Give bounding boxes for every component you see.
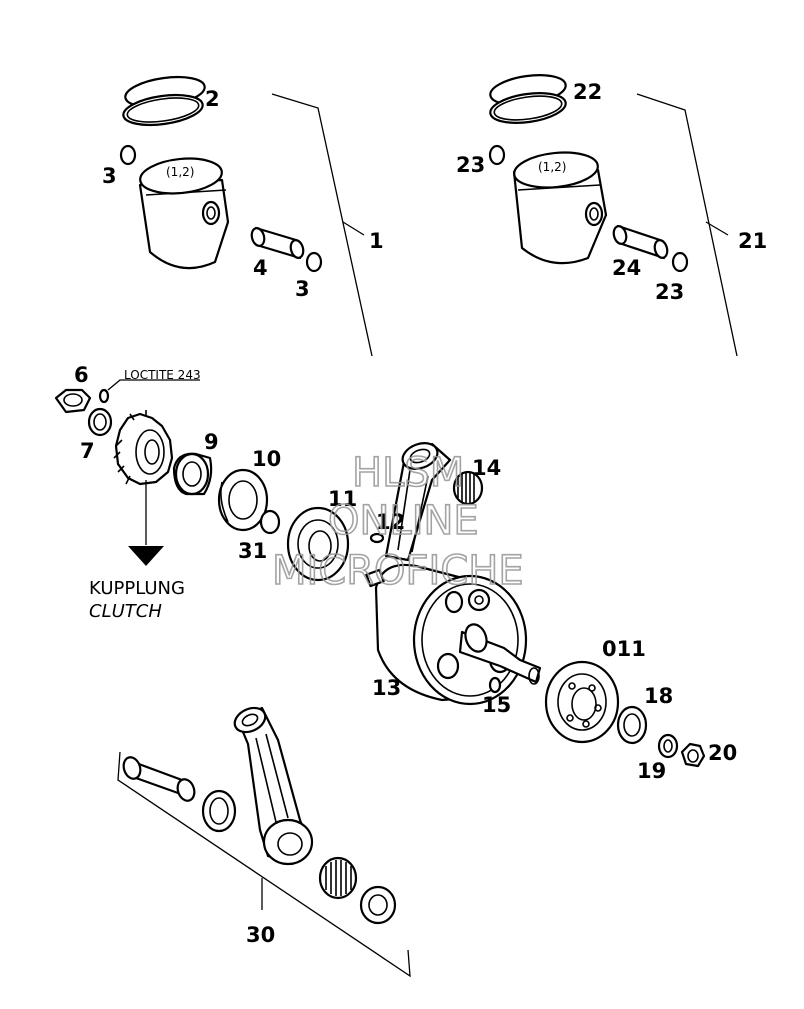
bearing-11 — [286, 506, 350, 582]
bearing-011 — [544, 660, 620, 744]
circlip-left-lower — [305, 251, 323, 273]
piston-mark-left: (1,2) — [166, 165, 194, 179]
woodruff-key-15 — [488, 676, 502, 694]
label-1: 1 — [369, 229, 384, 253]
label-3-lower: 3 — [295, 277, 310, 301]
label-2: 2 — [205, 87, 220, 111]
o-ring-31 — [259, 509, 281, 535]
label-19: 19 — [637, 759, 666, 783]
label-11: 11 — [328, 487, 357, 511]
label-20: 20 — [708, 741, 737, 765]
label-31: 31 — [238, 539, 267, 563]
nut-20 — [680, 742, 706, 768]
washer-19 — [657, 733, 679, 759]
clutch-arrow — [128, 546, 164, 566]
shaft-seal-10 — [217, 468, 269, 532]
primary-gear — [113, 410, 174, 486]
watermark-line2: ONLINE — [328, 498, 479, 544]
label-21: 21 — [738, 229, 767, 253]
watermark-line3: MICROFICHE — [272, 548, 524, 594]
needle-bearing-14 — [452, 470, 484, 506]
piston-right — [512, 151, 608, 265]
piston-ring-left — [122, 75, 206, 127]
crankshaft-13 — [365, 563, 542, 706]
label-13: 13 — [372, 676, 401, 700]
connecting-rod-installed — [384, 442, 452, 562]
label-7: 7 — [80, 439, 95, 463]
bracket-30 — [117, 751, 411, 978]
thrust-washer-lower — [359, 885, 397, 925]
piston-ring-right — [489, 74, 567, 124]
woodruff-key-small — [98, 388, 110, 404]
label-23-upper: 23 — [456, 153, 485, 177]
piston-pin-right — [612, 224, 669, 260]
label-12: 12 — [376, 510, 405, 534]
washer-7 — [87, 407, 113, 437]
label-6: 6 — [74, 363, 89, 387]
connecting-rod-30 — [233, 706, 314, 866]
thrust-washer-upper — [201, 789, 237, 833]
shaft-seal-18 — [616, 705, 648, 745]
circlip-left-upper — [119, 144, 137, 166]
label-23-lower: 23 — [655, 280, 684, 304]
label-22: 22 — [573, 80, 602, 104]
watermark-line1: HLSM — [352, 450, 464, 496]
label-15: 15 — [482, 693, 511, 717]
needle-bearing-big-end — [318, 856, 358, 900]
crank-pin — [122, 756, 196, 802]
label-30: 30 — [246, 923, 275, 947]
bracket-1 — [271, 93, 373, 357]
circlip-right-lower — [671, 251, 689, 273]
label-011: 011 — [602, 637, 646, 661]
label-4: 4 — [253, 256, 268, 280]
piston-left — [138, 157, 230, 270]
loctite-note: LOCTITE 243 — [124, 368, 201, 382]
piston-pin-left — [250, 226, 305, 260]
circlip-right-upper — [488, 144, 506, 166]
nut-6 — [54, 388, 92, 414]
spacer-9 — [172, 452, 213, 496]
label-14: 14 — [472, 456, 501, 480]
bracket-21 — [636, 93, 738, 357]
woodruff-key-12 — [369, 532, 385, 544]
label-24: 24 — [612, 256, 641, 280]
label-9: 9 — [204, 430, 219, 454]
clutch-label-de: KUPPLUNG — [89, 578, 185, 599]
label-18: 18 — [644, 684, 673, 708]
clutch-label-en: CLUTCH — [89, 601, 162, 622]
label-10: 10 — [252, 447, 281, 471]
piston-mark-right: (1,2) — [538, 160, 566, 174]
label-3-upper: 3 — [102, 164, 117, 188]
